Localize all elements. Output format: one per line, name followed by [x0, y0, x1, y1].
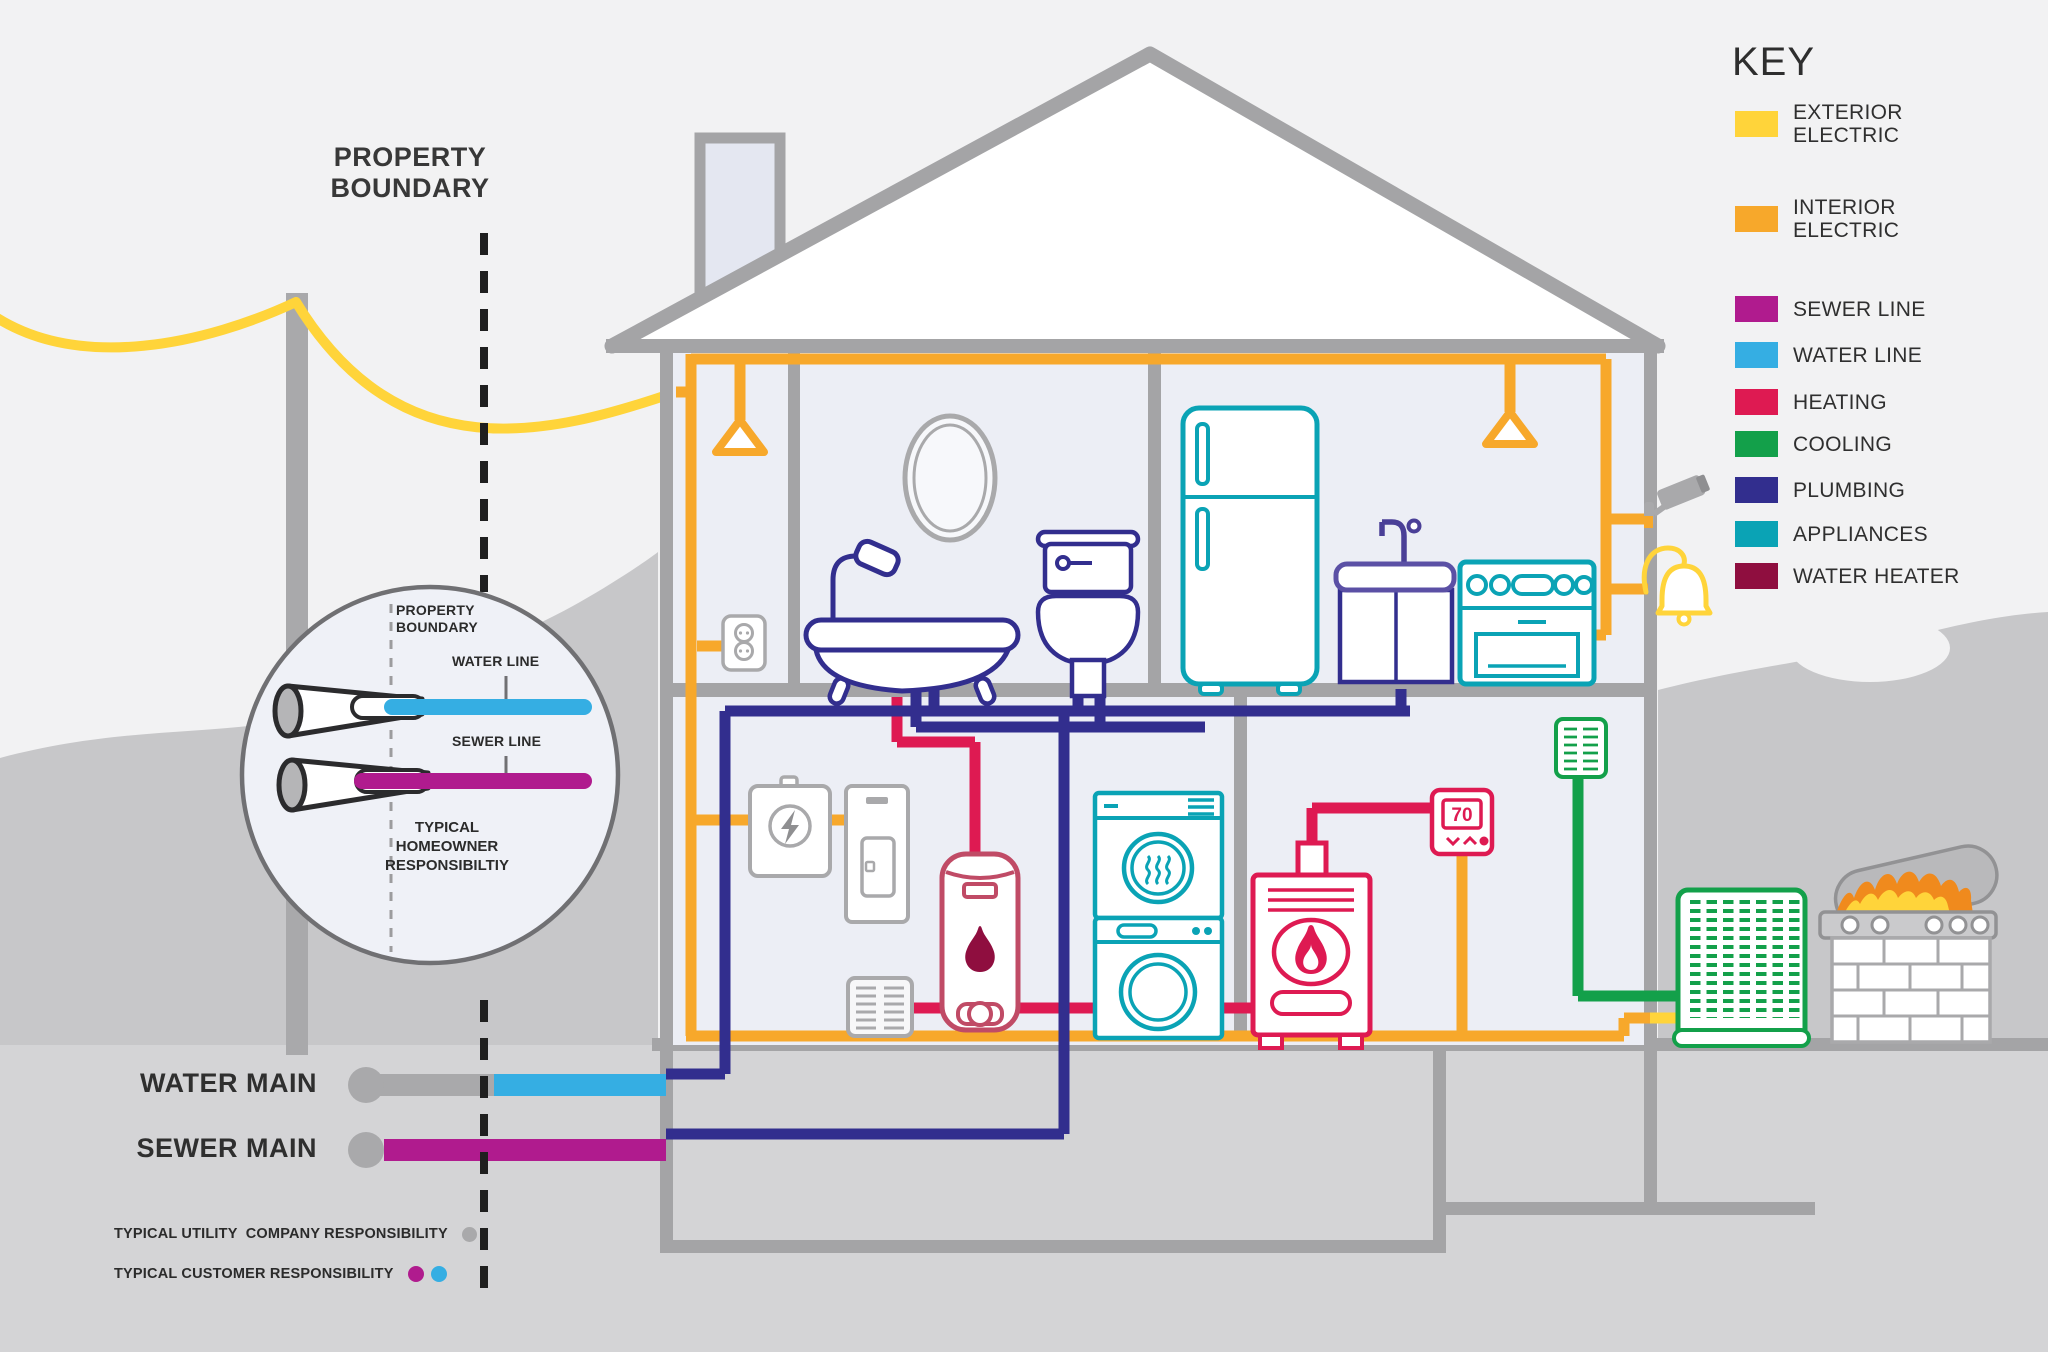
- ceiling-band: [606, 339, 1664, 353]
- legend-label: PLUMBING: [1793, 478, 1906, 502]
- customer-sewer-dot: [407, 1266, 424, 1282]
- floor-grate-icon: [846, 976, 914, 1038]
- hall-wall: [788, 353, 800, 683]
- grill-icon: [1818, 844, 1999, 1044]
- legend-label: EXTERIOR ELECTRIC: [1793, 101, 1903, 147]
- legend-swatch: [1735, 296, 1778, 322]
- lightning-icon: [781, 810, 799, 844]
- water-main-line: [348, 1067, 666, 1103]
- mirror-icon: [902, 413, 998, 543]
- legend-item-water-heater: WATER HEATER: [1735, 563, 1960, 589]
- legend-swatch: [1735, 563, 1778, 589]
- legend-label: INTERIOR ELECTRIC: [1793, 196, 1900, 242]
- exterior-electric-line: [0, 297, 681, 434]
- gable: [612, 54, 1658, 346]
- underground: [0, 1045, 2048, 1352]
- legend-label: COOLING: [1793, 432, 1892, 456]
- legend-swatch: [1735, 111, 1778, 137]
- utility-responsibility-row: TYPICAL UTILITY COMPANY RESPONSIBILITY: [114, 1226, 477, 1242]
- pendant-light-icon: [712, 416, 768, 456]
- inset-water-line-label: WATER LINE: [452, 653, 540, 669]
- sewer-main-label: SEWER MAIN: [136, 1133, 317, 1163]
- inset-property-boundary-label: PROPERTY BOUNDARY: [396, 602, 478, 635]
- legend-swatch: [1735, 521, 1778, 547]
- customer-responsibility-row: TYPICAL CUSTOMER RESPONSIBILITY: [114, 1266, 447, 1282]
- water-main-label: WATER MAIN: [140, 1068, 317, 1098]
- inset-circle: [239, 584, 621, 966]
- utility-responsibility-label: TYPICAL UTILITY COMPANY RESPONSIBILITY: [114, 1226, 448, 1242]
- flame-icon: [965, 926, 995, 972]
- vent-register-icon: [1554, 717, 1608, 779]
- legend-label: APPLIANCES: [1793, 522, 1928, 546]
- legend-swatch: [1735, 431, 1778, 457]
- legend-item-heating: HEATING: [1735, 389, 1887, 415]
- basement-divider-wall: [1234, 697, 1247, 1038]
- electric-meter-icon: [748, 775, 832, 878]
- roof: [604, 46, 1666, 354]
- washer-dryer-icon: [1092, 790, 1225, 1041]
- thermostat-reading: 70: [1451, 805, 1472, 826]
- inset-water-pipe: [272, 683, 592, 739]
- utility-dot: [461, 1226, 477, 1242]
- legend-swatch: [1735, 389, 1778, 415]
- upstairs-divider-wall: [1148, 353, 1161, 683]
- cloud-notch: [1790, 614, 1950, 682]
- stove-icon: [1457, 559, 1597, 687]
- security-camera-icon: [1644, 474, 1710, 528]
- inset-sewer-line-label: SEWER LINE: [452, 733, 542, 749]
- breaker-panel-icon: [844, 784, 910, 924]
- legend-item-plumbing: PLUMBING: [1735, 477, 1905, 503]
- legend-swatch: [1735, 206, 1778, 232]
- legend-label: HEATING: [1793, 390, 1887, 414]
- legend-label: WATER HEATER: [1793, 564, 1960, 588]
- legend-item-exterior-electric: EXTERIOR ELECTRIC: [1735, 101, 1903, 147]
- legend-swatch: [1735, 477, 1778, 503]
- key-title: KEY: [1732, 40, 1816, 84]
- legend-item-sewer-line: SEWER LINE: [1735, 296, 1926, 322]
- inset-sewer-pipe: [276, 757, 592, 813]
- legend-item-appliances: APPLIANCES: [1735, 521, 1928, 547]
- legend-label: WATER LINE: [1793, 343, 1923, 367]
- legend-swatch: [1735, 342, 1778, 368]
- property-boundary-label: PROPERTY BOUNDARY: [330, 142, 490, 203]
- bathtub-icon: [803, 617, 1021, 706]
- legend-item-water-line: WATER LINE: [1735, 342, 1922, 368]
- legend-item-cooling: COOLING: [1735, 431, 1892, 457]
- ac-unit-icon: [1672, 887, 1811, 1048]
- outlet-icon: [721, 614, 767, 672]
- furnace-icon: [1250, 840, 1373, 1050]
- inset-caption: TYPICAL HOMEOWNER RESPONSIBILTIY: [385, 819, 509, 874]
- customer-responsibility-label: TYPICAL CUSTOMER RESPONSIBILITY: [114, 1266, 394, 1282]
- legend-label: SEWER LINE: [1793, 297, 1926, 321]
- shower-icon: [830, 538, 901, 652]
- legend-item-interior-electric: INTERIOR ELECTRIC: [1735, 196, 1899, 242]
- sewer-main-line: [348, 1132, 666, 1168]
- thermostat-icon: 70: [1429, 787, 1495, 857]
- water-heater-icon: [939, 851, 1021, 1033]
- cooling-line: [1572, 770, 1682, 1002]
- pendant-light-icon: [1482, 408, 1538, 448]
- toilet-icon: [1035, 529, 1141, 699]
- fridge-icon: [1180, 405, 1320, 696]
- customer-water-dot: [430, 1266, 447, 1282]
- doorbell-icon: [1641, 545, 1713, 627]
- sink-icon: [1333, 518, 1457, 685]
